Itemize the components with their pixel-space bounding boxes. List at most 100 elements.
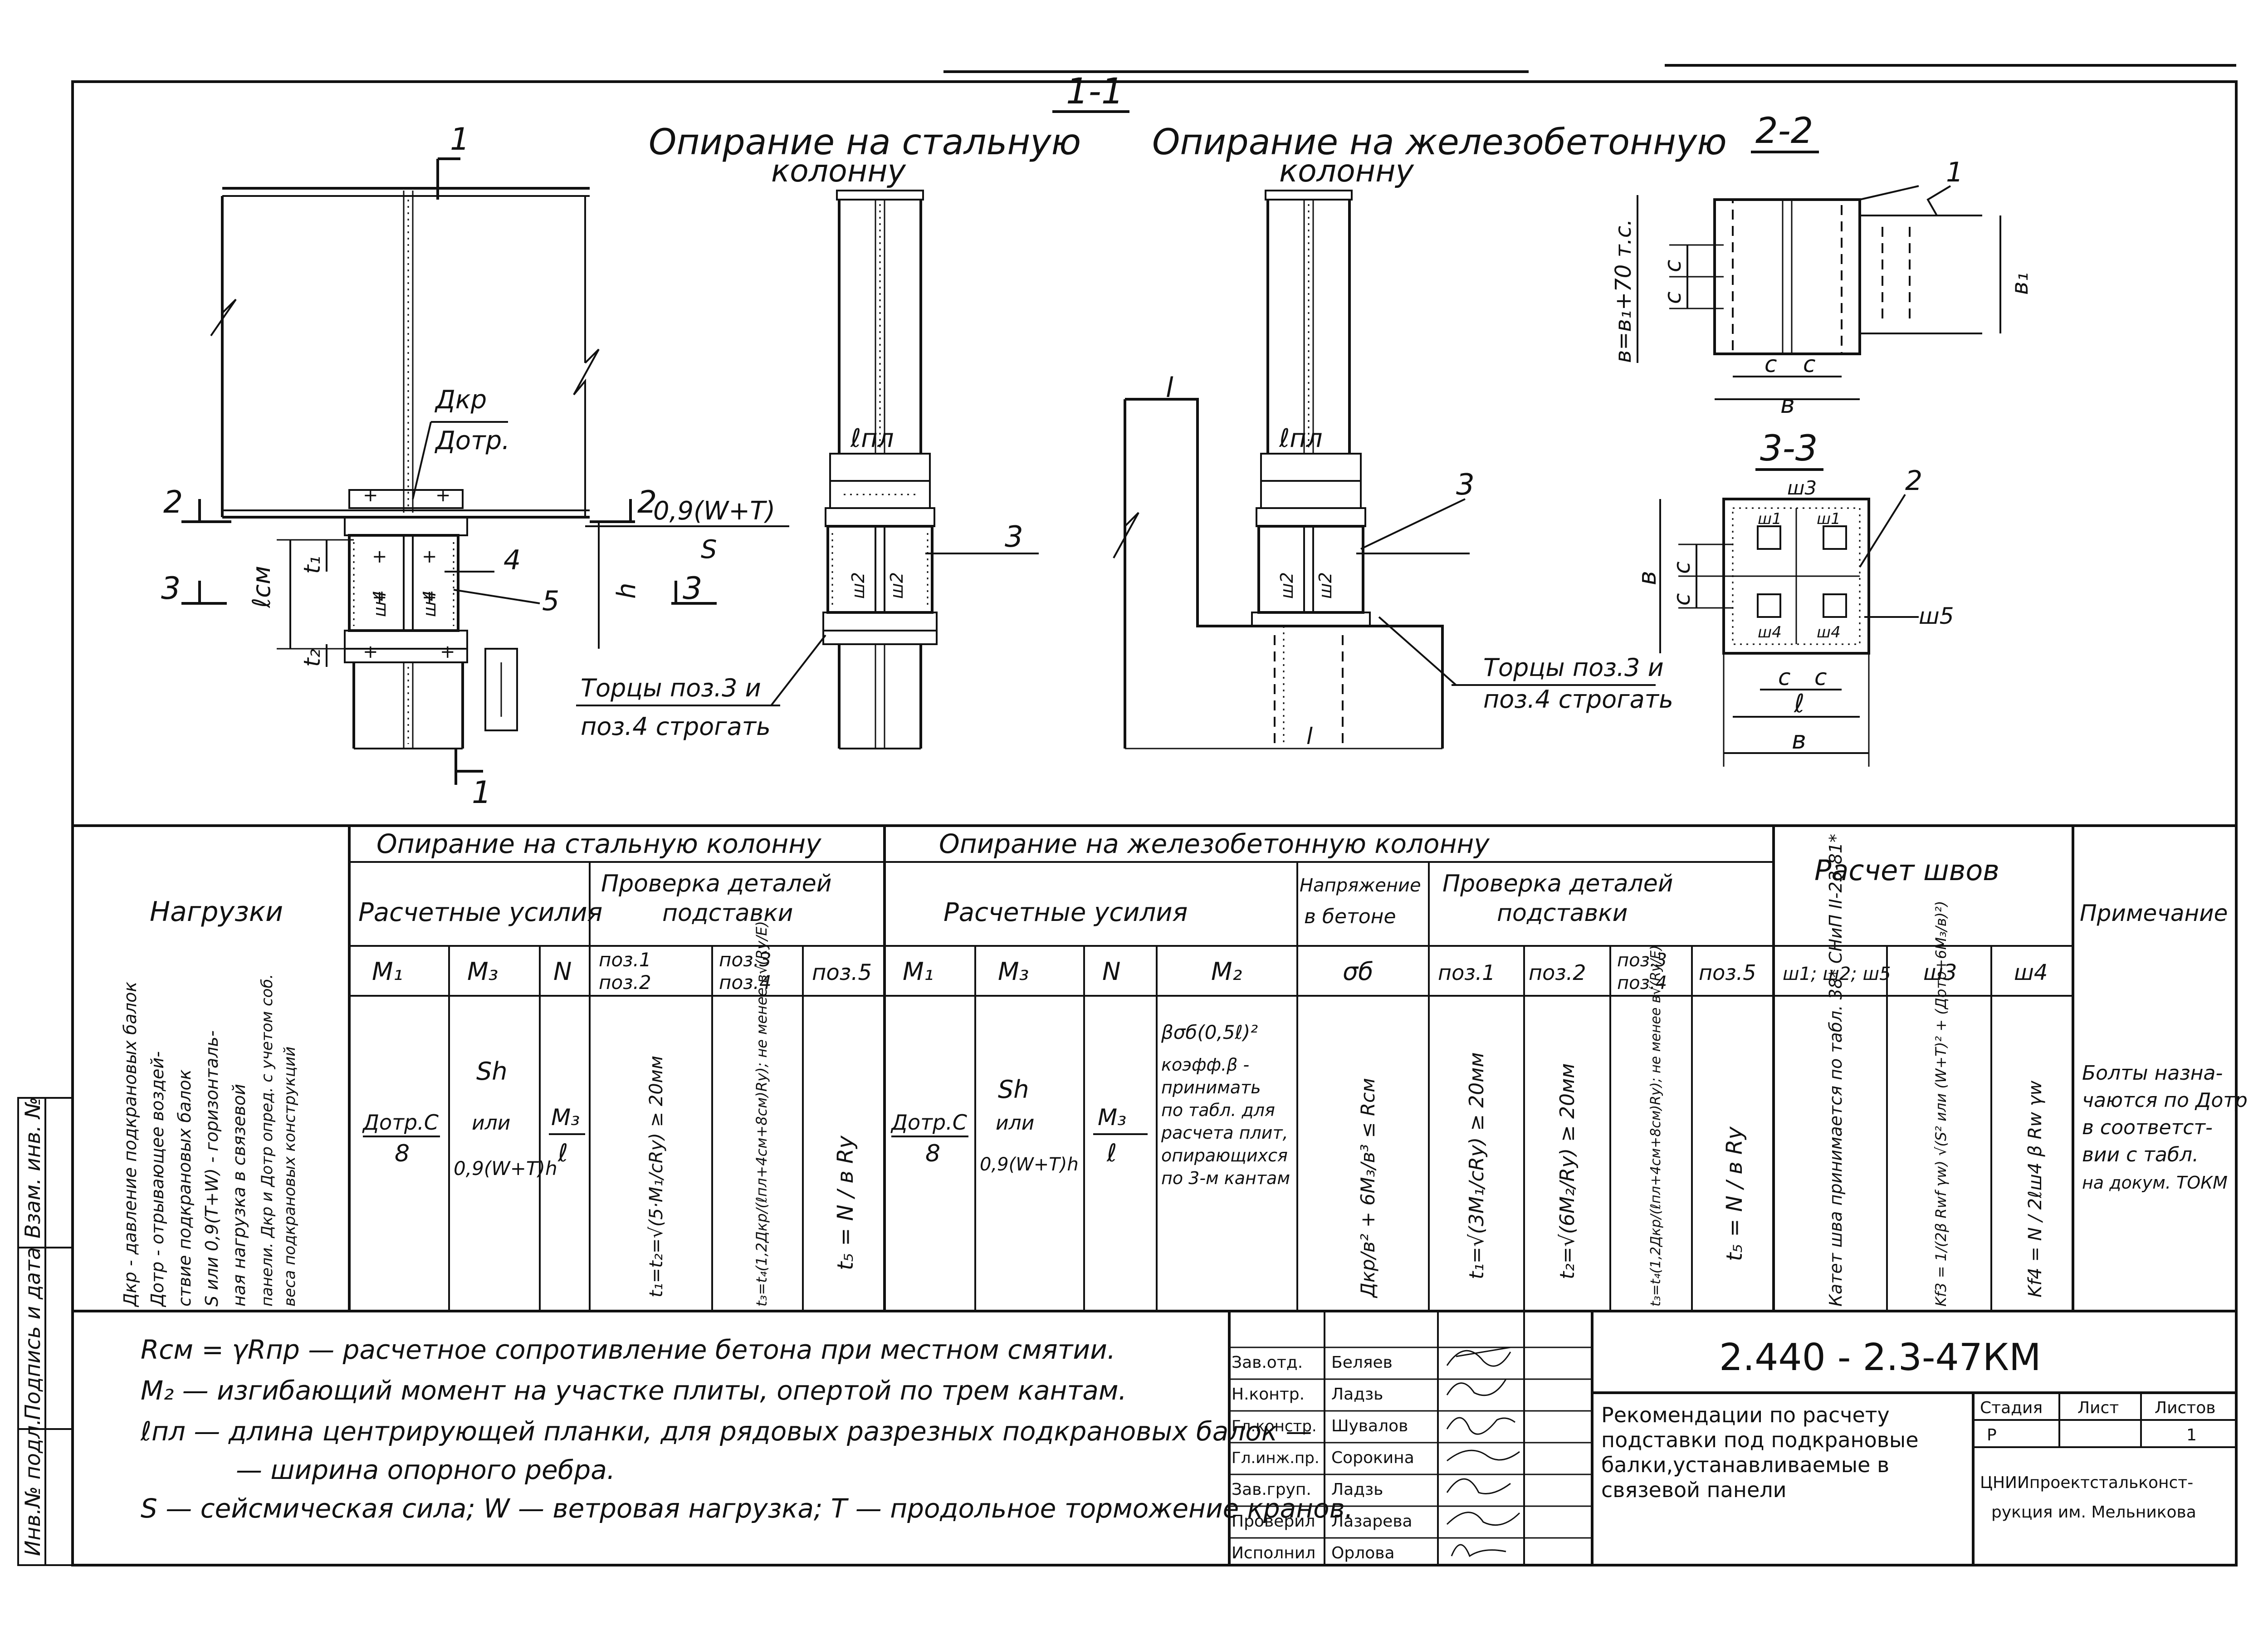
th-rc-poz5: поз.5 — [1699, 960, 1756, 985]
loads-line-5: ная нагрузка в связевой — [229, 1084, 249, 1307]
s33-dim-b2: в — [1792, 726, 1806, 754]
role-0: Зав.отд. — [1232, 1353, 1303, 1372]
section-3-3-view: 3-3 ш3 ш1 ш1 ш4 ш4 2 ш5 в с с с с ℓ в — [1633, 428, 1954, 767]
cut-1-bottom: 1 — [472, 775, 491, 811]
section-2-2-view: 2-2 1 в=в₁+70 т.с. с с в₁ с с в — [1611, 111, 2033, 419]
th-poz12-l2: поз.2 — [599, 971, 651, 994]
f-sigma: Дкр/в² + 6M₃/в³ ≤ Rсм — [1357, 1078, 1379, 1298]
svg-text:+: + — [372, 587, 387, 608]
cut-3-left: 3 — [161, 571, 181, 607]
loads-line-2: Дотр - отрывающее воздей- — [147, 1051, 167, 1307]
s33-dim-c3: с — [1778, 664, 1791, 690]
org-line-2: рукция им. Мельникова — [1991, 1503, 2196, 1522]
loads-line-7: веса подкрановых конструкций — [281, 1047, 299, 1307]
legend-line-5: S — сейсмическая сила; W — ветровая нагр… — [141, 1493, 1353, 1524]
f-w125: Катет шва принимается по табл. 38* СНиП … — [1826, 834, 1846, 1307]
th-poz34-l2: поз.4 — [719, 971, 772, 994]
f-rc-m2-2: принимать — [1161, 1077, 1261, 1097]
s33-w3: ш3 — [1787, 477, 1817, 499]
left-margin-stamp: Инв.№ подл. Подпись и дата Взам. инв. № — [17, 1097, 73, 1566]
th-steel-forces: Расчетные усилия — [358, 898, 602, 927]
role-1: Н.контр. — [1232, 1385, 1305, 1404]
steel-lpl: ℓпл — [850, 424, 894, 453]
s22-dim-b: в=в₁+70 т.с. — [1611, 219, 1636, 363]
th-rc-m3: M₃ — [998, 957, 1029, 986]
th-rc-m1: M₁ — [903, 957, 934, 986]
th-rc-poz34-l2: поз.4 — [1617, 973, 1667, 994]
steel-pos3: 3 — [1005, 520, 1023, 554]
rc-lpl: ℓпл — [1279, 424, 1323, 453]
title-block: Зав.отд. Н.контр. Гл.констр. Гл.инж.пр. … — [1228, 1310, 2238, 1566]
svg-text:l: l — [1306, 723, 1313, 749]
svg-text:+: + — [422, 587, 437, 608]
s33-pos5: ш5 — [1919, 603, 1954, 629]
left-lsm: ℓсм — [247, 566, 276, 608]
s22-dim-bottom: в — [1780, 390, 1795, 419]
legend-block: Rсм = γRпр — расчетное сопротивление бет… — [140, 1334, 1353, 1524]
th-notes: Примечание — [2080, 900, 2228, 926]
th-rc-m2: M₂ — [1211, 957, 1242, 986]
stage-value: Р — [1987, 1426, 1997, 1444]
steel-caption-line1: Опирание на стальную — [649, 122, 1081, 163]
svg-text:+: + — [435, 485, 451, 506]
role-6: Исполнил — [1232, 1544, 1315, 1562]
sheets-value: 1 — [2186, 1426, 2197, 1444]
f-m1-bot: 8 — [395, 1140, 410, 1167]
steel-weld-w2-b: ш2 — [887, 572, 907, 599]
s22-dim-c4: с — [1803, 351, 1816, 377]
section-1-1-header: 1-1 Опирание на стальную колонну Опирани… — [649, 71, 1727, 189]
f-rc-m2-6: по 3-м кантам — [1161, 1168, 1290, 1188]
note-4: на докум. ТОКМ — [2082, 1173, 2228, 1193]
svg-text:+: + — [372, 546, 387, 567]
left-note-line1: Торцы поз.3 и — [581, 674, 761, 702]
rc-note-line1: Торцы поз.3 и — [1483, 653, 1664, 682]
s33-pos2: 2 — [1905, 465, 1922, 497]
s33-dim-c4: с — [1814, 664, 1827, 690]
title-line-2: подставки под подкрановые — [1601, 1428, 1919, 1452]
f-w4: Kf4 = N / 2ℓш4 β Rw γw — [2025, 1081, 2046, 1297]
th-rc-n: N — [1102, 957, 1120, 986]
legend-line-1: Rсм = γRпр — расчетное сопротивление бет… — [141, 1334, 1115, 1365]
sheet-frame — [71, 64, 2238, 1566]
th-sigma: σб — [1343, 957, 1374, 986]
s33-dim-c2: с — [1669, 593, 1695, 606]
svg-text:+: + — [440, 641, 455, 662]
cut-2-right: 2 — [637, 485, 657, 520]
section-3-3-label: 3-3 — [1760, 428, 1818, 469]
th-w4: ш4 — [2014, 960, 2048, 985]
left-pos4: 4 — [503, 544, 521, 576]
rc-weld-w2-b: ш2 — [1315, 572, 1335, 599]
margin-inv-no: Инв.№ подл. — [20, 1419, 45, 1556]
s33-dim-c1: с — [1669, 562, 1695, 574]
th-loads: Нагрузки — [150, 896, 283, 928]
loads-line-1: Дкр - давление подкрановых балок — [120, 982, 140, 1307]
th-n: N — [553, 957, 572, 986]
f-poz12: t₁=t₂=√(5·M₁/cRy) ≥ 20мм — [646, 1056, 667, 1297]
name-6: Орлова — [1331, 1544, 1395, 1562]
th-welds-group: Расчет швов — [1814, 854, 1999, 887]
th-poz34-l1: поз.3 — [719, 949, 772, 971]
steel-caption-line2: колонну — [771, 153, 906, 189]
th-poz5: поз.5 — [812, 960, 872, 985]
s22-dim-c3: с — [1765, 351, 1777, 377]
signatures — [1446, 1346, 1520, 1557]
f-rc-n-bot: ℓ — [1106, 1139, 1117, 1167]
f-rc-poz2: t₂=√(6M₂/Ry) ≥ 20мм — [1556, 1063, 1579, 1279]
role-3: Гл.инж.пр. — [1232, 1449, 1320, 1467]
name-1: Ладзь — [1331, 1385, 1383, 1404]
left-s-label: S — [701, 535, 717, 564]
sheet-header: Лист — [2077, 1399, 2119, 1417]
title-line-1: Рекомендации по расчету — [1601, 1403, 1890, 1427]
th-rc-stress-l1: Напряжение — [1300, 875, 1421, 896]
legend-line-2: M₂ — изгибающий момент на участке плиты,… — [141, 1375, 1127, 1406]
steel-weld-w2-a: ш2 — [848, 572, 868, 599]
svg-text:+: + — [363, 485, 378, 506]
s33-dim-l: ℓ — [1794, 689, 1804, 719]
svg-text:+: + — [363, 641, 378, 662]
f-rc-m1-top: Дотр.С — [890, 1110, 967, 1135]
th-poz12-l1: поз.1 — [599, 949, 651, 971]
th-rc-poz2: поз.2 — [1529, 960, 1586, 985]
th-rc-poz34-l1: поз.3 — [1617, 950, 1667, 971]
s22-dim-b1: в₁ — [2007, 272, 2033, 295]
f-m3-l1: Sh — [476, 1057, 508, 1086]
